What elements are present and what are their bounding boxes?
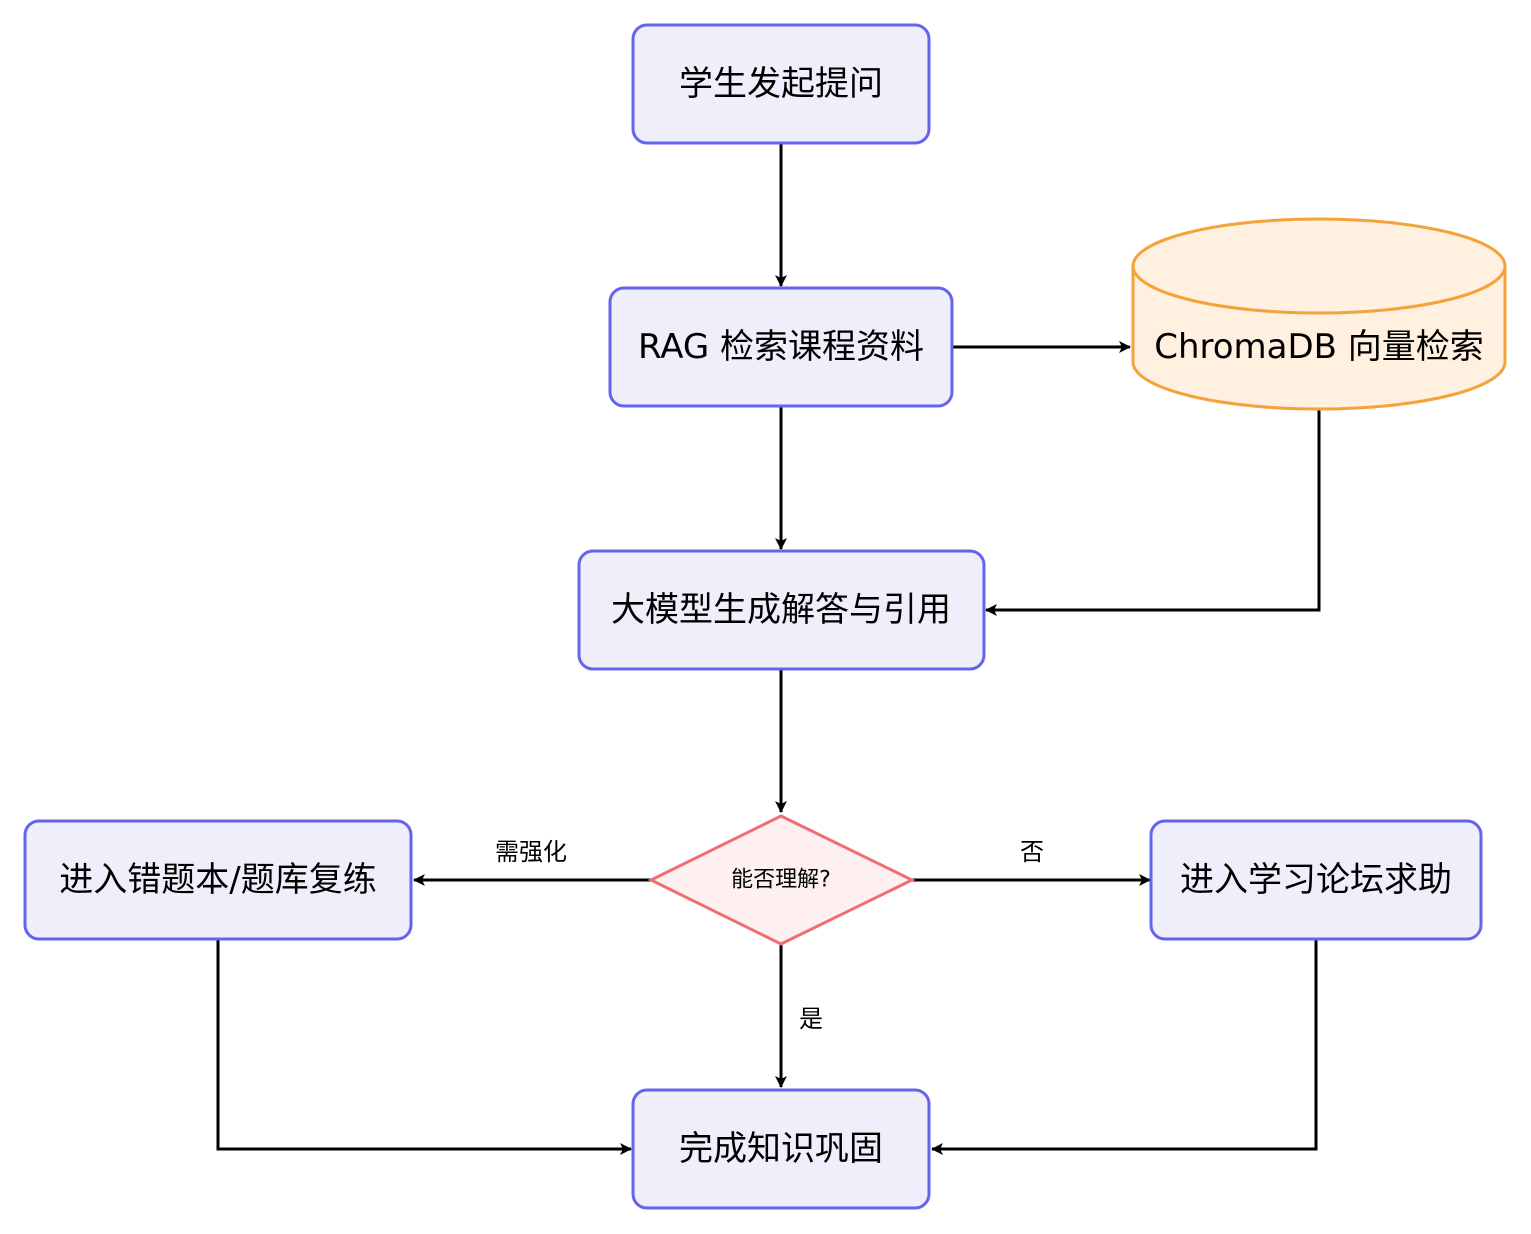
edges — [216, 143, 1321, 1155]
node-done-label: 完成知识巩固 — [679, 1129, 883, 1169]
edge-label-reinforce: 需强化 — [495, 838, 567, 866]
node-ask-label: 学生发起提问 — [679, 64, 883, 104]
node-ask: 学生发起提问 — [631, 23, 931, 145]
node-chromadb-label: ChromaDB 向量检索 — [1154, 327, 1484, 367]
node-llm-label: 大模型生成解答与引用 — [611, 590, 951, 630]
node-chromadb-database: ChromaDB 向量检索 — [1131, 217, 1507, 411]
edge-label-yes: 是 — [799, 1005, 823, 1033]
edge-chroma-to-llm — [985, 409, 1321, 616]
node-wrongbook-label: 进入错题本/题库复练 — [59, 860, 376, 900]
node-rag-label: RAG 检索课程资料 — [638, 327, 924, 367]
node-decision-label: 能否理解? — [731, 868, 831, 893]
node-rag: RAG 检索课程资料 — [608, 286, 954, 408]
edge-wrongbook-to-done — [216, 939, 632, 1155]
node-llm: 大模型生成解答与引用 — [577, 549, 986, 671]
node-done: 完成知识巩固 — [631, 1088, 931, 1210]
node-decision: 能否理解? — [647, 814, 916, 946]
edge-label-no: 否 — [1020, 838, 1044, 866]
node-forum-label: 进入学习论坛求助 — [1180, 860, 1452, 900]
edge-forum-to-done — [931, 939, 1318, 1155]
node-wrongbook: 进入错题本/题库复练 — [23, 819, 413, 941]
node-forum: 进入学习论坛求助 — [1149, 819, 1483, 941]
